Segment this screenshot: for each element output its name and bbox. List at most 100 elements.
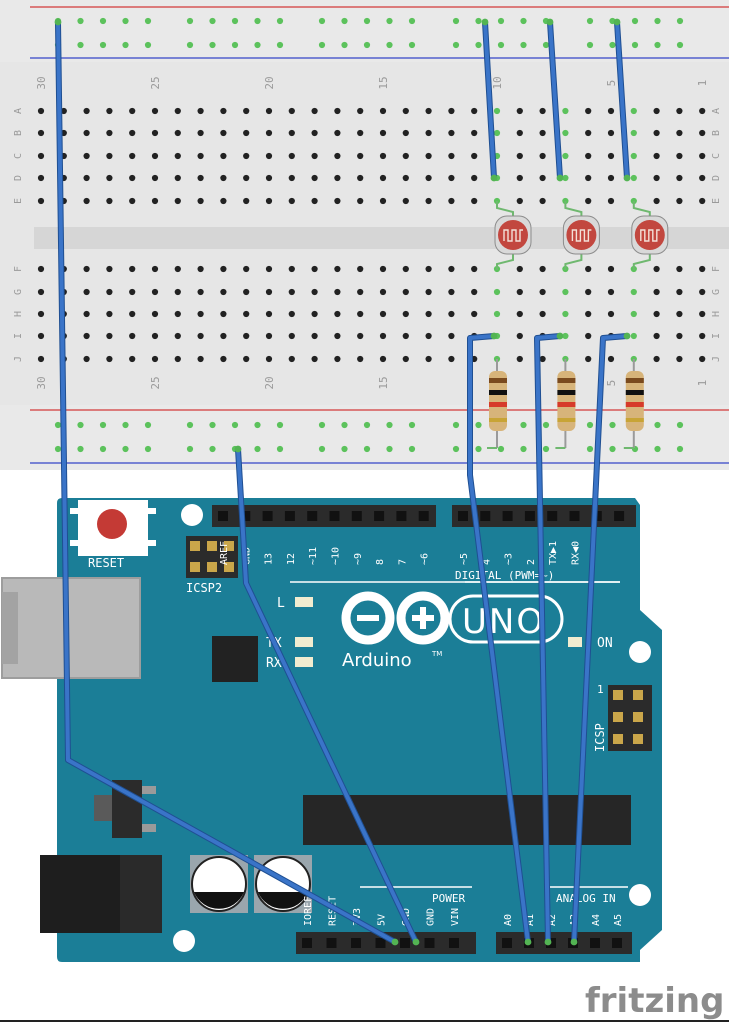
breadboard-hole <box>516 152 523 160</box>
wire[interactable] <box>56 20 397 944</box>
wire-end[interactable] <box>490 332 498 340</box>
breadboard-hole <box>402 174 409 182</box>
rail-hole <box>676 445 684 453</box>
breadboard-hole <box>220 355 227 363</box>
mounting-hole <box>181 504 203 526</box>
breadboard-hole <box>516 288 523 296</box>
rail-hole <box>520 421 527 429</box>
breadboard-hole <box>174 129 181 137</box>
breadboard-hole <box>562 152 569 160</box>
rail-hole <box>654 445 661 453</box>
header-pin <box>424 938 435 948</box>
pin-label: 2 <box>526 559 537 565</box>
breadboard-hole <box>653 265 660 273</box>
breadboard-hole <box>699 355 706 363</box>
breadboard-hole <box>357 129 364 137</box>
breadboard-hole <box>379 265 387 273</box>
rail-hole <box>186 421 194 429</box>
breadboard-hole <box>357 174 364 182</box>
breadboard-hole <box>129 174 136 182</box>
breadboard-hole <box>311 129 318 137</box>
wire[interactable] <box>572 334 629 944</box>
breadboard-hole <box>174 197 181 205</box>
wire[interactable] <box>548 20 562 180</box>
resistor <box>487 359 507 449</box>
breadboard-hole <box>243 174 250 182</box>
icsp-header <box>608 685 652 751</box>
breadboard-hole <box>676 355 683 363</box>
breadboard-hole <box>379 152 387 160</box>
column-number: 5 <box>605 80 618 87</box>
pin-label: GND <box>426 908 437 926</box>
breadboard-hole <box>106 310 113 318</box>
header-pin <box>458 511 468 521</box>
led-on-label: ON <box>597 636 613 651</box>
wire-end[interactable] <box>54 18 62 26</box>
wire-end[interactable] <box>613 18 621 26</box>
breadboard-hole <box>653 310 660 318</box>
breadboard-hole <box>243 355 250 363</box>
wire[interactable] <box>236 447 418 944</box>
breadboard-hole <box>243 288 250 296</box>
header-pin <box>502 511 513 521</box>
breadboard-hole <box>243 129 250 137</box>
rail-hole <box>475 445 482 453</box>
breadboard-hole <box>425 152 432 160</box>
breadboard-hole <box>311 355 318 363</box>
wire-end[interactable] <box>570 938 578 946</box>
wire[interactable] <box>535 334 562 944</box>
breadboard-hole <box>357 332 364 340</box>
wire-end[interactable] <box>481 18 489 26</box>
wire-end[interactable] <box>391 938 399 946</box>
breadboard-hole <box>334 288 341 296</box>
wire-end[interactable] <box>556 174 564 182</box>
wire-end[interactable] <box>234 445 242 453</box>
wire-end[interactable] <box>544 938 552 946</box>
breadboard-hole <box>493 288 501 296</box>
breadboard-hole <box>357 107 364 115</box>
resistor <box>623 359 644 449</box>
breadboard-hole <box>562 107 569 115</box>
rail-hole <box>186 445 194 453</box>
pin-label: AREF <box>219 541 230 565</box>
breadboard-hole <box>60 107 67 115</box>
breadboard-hole <box>630 152 637 160</box>
breadboard-hole <box>106 332 113 340</box>
header-pin <box>396 511 407 521</box>
breadboard-hole <box>243 332 250 340</box>
breadboard-hole <box>129 288 136 296</box>
wire-end[interactable] <box>546 18 554 26</box>
breadboard-hole <box>471 107 478 115</box>
wire[interactable] <box>468 334 530 944</box>
breadboard-hole <box>265 174 273 182</box>
column-number: 25 <box>149 376 162 389</box>
breadboard-hole <box>699 288 706 296</box>
column-number: 1 <box>696 80 709 87</box>
rail-hole <box>386 41 393 49</box>
breadboard-hole <box>106 288 113 296</box>
rail-hole <box>209 17 216 25</box>
breadboard-hole <box>402 355 409 363</box>
rail-hole <box>520 445 527 453</box>
wire-end[interactable] <box>623 174 631 182</box>
header-pin <box>569 511 580 521</box>
rail-hole <box>99 445 107 453</box>
wire-end[interactable] <box>412 938 420 946</box>
breadboard-hole <box>471 265 478 273</box>
pin-label: ~6 <box>420 553 431 565</box>
wire[interactable] <box>615 20 629 180</box>
wire-end[interactable] <box>623 332 631 340</box>
led-rx-label: RX <box>266 656 282 671</box>
rail-hole <box>654 41 661 49</box>
wire-end[interactable] <box>490 174 498 182</box>
breadboard-hole <box>334 332 341 340</box>
rail-hole <box>318 421 326 429</box>
breadboard-hole <box>448 197 455 205</box>
wire[interactable] <box>483 20 496 180</box>
resistor <box>555 359 576 449</box>
header-pin <box>480 511 491 521</box>
wire-end[interactable] <box>556 332 564 340</box>
breadboard-hole <box>37 310 45 318</box>
pin-label: A1 <box>525 914 536 926</box>
wire-end[interactable] <box>524 938 532 946</box>
